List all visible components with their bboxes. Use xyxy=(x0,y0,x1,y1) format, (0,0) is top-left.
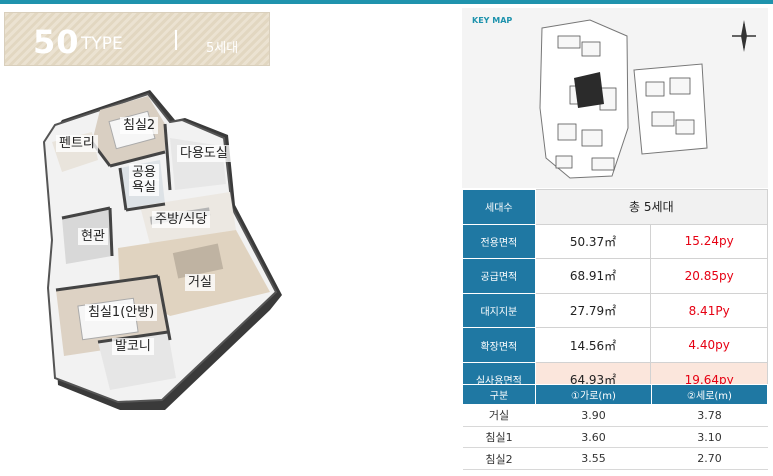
dim-cell: 침실2 xyxy=(462,447,536,471)
table-row: 거실 3.90 3.78 xyxy=(462,404,768,427)
spec-value-m2: 14.56㎡ xyxy=(534,327,652,363)
room-label-bathroom-2: 욕실 xyxy=(129,179,159,196)
spec-row-highlighted: 실사용면적 64.93㎡ 19.64py xyxy=(462,361,768,398)
spec-label-households: 세대수 xyxy=(462,189,536,225)
dim-header: ①가로(m) xyxy=(535,384,652,405)
type-label: TYPE xyxy=(81,34,123,54)
room-label-kitchen: 주방/식당 xyxy=(152,211,211,228)
spec-row: 대지지분 27.79㎡ 8.41Py xyxy=(462,292,768,329)
type-number: 50 xyxy=(33,23,80,61)
room-label-balcony: 발코니 xyxy=(112,338,154,355)
dim-cell: 3.78 xyxy=(651,404,768,427)
room-label-living: 거실 xyxy=(185,274,215,291)
room-label-utility: 다용도실 xyxy=(177,145,231,162)
spec-value-m2: 68.91㎡ xyxy=(534,258,652,294)
dim-cell: 3.10 xyxy=(651,426,768,449)
key-map: KEY MAP xyxy=(462,8,768,188)
dim-cell: 3.60 xyxy=(535,426,652,449)
site-map-drawing xyxy=(539,19,756,179)
dim-cell: 거실 xyxy=(462,404,536,427)
dim-header: 구분 xyxy=(462,384,536,405)
room-dimension-table: 구분 ①가로(m) ②세로(m) 거실 3.90 3.78 침실1 3.60 3… xyxy=(462,384,768,471)
spec-row: 공급면적 68.91㎡ 20.85py xyxy=(462,258,768,294)
dim-cell: 3.55 xyxy=(535,447,652,471)
room-label-pantry: 펜트리 xyxy=(56,135,98,152)
spec-value-m2: 50.37㎡ xyxy=(534,223,652,260)
room-label-entrance: 현관 xyxy=(78,228,108,245)
title-divider xyxy=(175,30,177,50)
key-map-label: KEY MAP xyxy=(472,16,513,25)
top-accent-bar xyxy=(0,0,773,4)
spec-label: 대지지분 xyxy=(462,292,536,329)
spec-value-m2: 27.79㎡ xyxy=(534,292,652,329)
table-row: 침실1 3.60 3.10 xyxy=(462,426,768,449)
dim-cell: 3.90 xyxy=(535,404,652,427)
room-label-bathroom-1: 공용 xyxy=(129,164,159,181)
dim-cell: 침실1 xyxy=(462,426,536,449)
dim-header: ②세로(m) xyxy=(651,384,768,405)
area-spec-table: 세대수 총 5세대 전용면적 50.37㎡ 15.24py 공급면적 68.91… xyxy=(462,189,769,398)
spec-row: 전용면적 50.37㎡ 15.24py xyxy=(462,223,768,260)
spec-label: 확장면적 xyxy=(462,327,536,363)
type-title-badge: 50 TYPE 5세대 xyxy=(4,12,270,66)
spec-value-py: 15.24py xyxy=(650,223,768,260)
spec-row: 확장면적 14.56㎡ 4.40py xyxy=(462,327,768,363)
spec-value-py: 8.41Py xyxy=(650,292,768,329)
spec-label: 공급면적 xyxy=(462,258,536,294)
floor-plan: 침실2 펜트리 다용도실 공용 욕실 주방/식당 현관 거실 침실1(안방) 발… xyxy=(0,80,300,410)
table-row: 침실2 3.55 2.70 xyxy=(462,447,768,471)
spec-label: 전용면적 xyxy=(462,223,536,260)
room-label-bedroom2: 침실2 xyxy=(120,117,159,134)
spec-value-py: 4.40py xyxy=(650,327,768,363)
spec-row-households: 세대수 총 5세대 xyxy=(462,189,769,225)
spec-value-households: 총 5세대 xyxy=(534,189,769,225)
unit-count: 5세대 xyxy=(206,41,239,56)
dim-header-row: 구분 ①가로(m) ②세로(m) xyxy=(462,384,768,405)
spec-value-py: 20.85py xyxy=(650,258,768,294)
dim-cell: 2.70 xyxy=(651,447,768,471)
compass-icon xyxy=(741,20,747,52)
room-label-bedroom1: 침실1(안방) xyxy=(85,304,158,321)
